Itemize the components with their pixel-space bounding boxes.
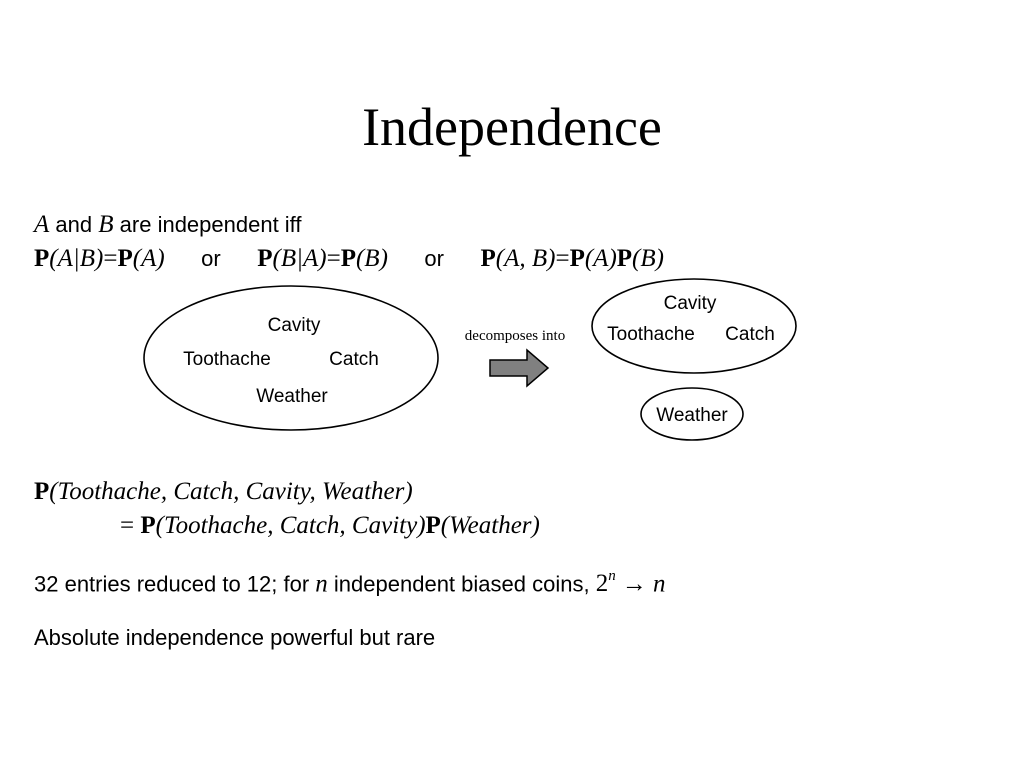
prob-symbol: P xyxy=(425,512,441,539)
or-word: or xyxy=(424,246,444,271)
var-n: n xyxy=(315,570,328,598)
conclusion-line: Absolute independence powerful but rare xyxy=(34,625,436,650)
joint-args: (Toothache, Catch, Cavity, Weather) xyxy=(49,478,413,505)
right-node-toothache: Toothache xyxy=(607,324,695,345)
power-expression: 2n xyxy=(595,568,616,598)
power-base: 2 xyxy=(595,570,609,598)
prob-args: (B) xyxy=(355,245,388,272)
equation-1: P(A|B)=P(A) xyxy=(34,245,171,272)
power-exponent: n xyxy=(608,568,616,584)
slide-title: Independence xyxy=(362,97,662,157)
left-node-cavity: Cavity xyxy=(268,315,321,336)
prob-symbol: P xyxy=(34,478,50,505)
arrow-symbol: → xyxy=(621,570,647,598)
result-n: n xyxy=(652,570,666,598)
equals-sign: = xyxy=(120,512,135,539)
factorization-line: = P(Toothache, Catch, Cavity)P(Weather) xyxy=(34,513,540,538)
prob-symbol: P xyxy=(569,245,585,272)
right-arrow-icon xyxy=(489,348,550,388)
prob-symbol: P xyxy=(257,245,273,272)
equations-line: P(A|B)=P(A) or P(B|A)=P(B) or P(A, B)=P(… xyxy=(34,246,664,271)
prob-args: (A|B) xyxy=(49,245,104,272)
equals-sign: = xyxy=(103,245,118,272)
definition-line: A and B are independent iff xyxy=(34,212,302,237)
reduction-text: 32 entries reduced to 12; for xyxy=(34,571,310,597)
prob-args: (A, B) xyxy=(495,245,556,272)
definition-rest: are independent iff xyxy=(119,212,302,237)
arrow-label: decomposes into xyxy=(465,328,565,344)
factor-args: (Toothache, Catch, Cavity) xyxy=(155,512,426,539)
prob-args: (A) xyxy=(132,245,165,272)
prob-symbol: P xyxy=(140,512,156,539)
equation-2: P(B|A)=P(B) xyxy=(257,245,394,272)
and-word: and xyxy=(55,212,93,237)
prob-symbol: P xyxy=(117,245,133,272)
var-a: A xyxy=(34,211,50,238)
right-node-catch: Catch xyxy=(725,324,775,345)
left-node-weather: Weather xyxy=(256,386,328,407)
right-bottom-ellipse xyxy=(640,387,744,441)
right-node-cavity: Cavity xyxy=(664,293,717,314)
prob-symbol: P xyxy=(616,245,633,272)
prob-args: (A) xyxy=(584,245,617,272)
right-top-ellipse xyxy=(591,278,797,374)
equals-sign: = xyxy=(555,245,570,272)
equation-3: P(A, B)=P(A)P(B) xyxy=(480,245,664,272)
factor-args-weather: (Weather) xyxy=(440,512,540,539)
equals-sign: = xyxy=(326,245,341,272)
or-word: or xyxy=(201,246,221,271)
left-ellipse xyxy=(143,285,439,431)
prob-symbol: P xyxy=(480,245,496,272)
joint-distribution-line: P(Toothache, Catch, Cavity, Weather) xyxy=(34,479,413,504)
reduction-line: 32 entries reduced to 12; for n independ… xyxy=(34,568,666,598)
right-node-weather: Weather xyxy=(656,405,728,426)
prob-args: (B|A) xyxy=(272,245,327,272)
left-node-catch: Catch xyxy=(329,349,379,370)
prob-args: (B) xyxy=(632,245,664,272)
prob-symbol: P xyxy=(34,245,50,272)
var-b: B xyxy=(98,211,114,238)
prob-symbol: P xyxy=(340,245,356,272)
reduction-text-2: independent biased coins, xyxy=(333,571,590,597)
left-node-toothache: Toothache xyxy=(183,349,271,370)
